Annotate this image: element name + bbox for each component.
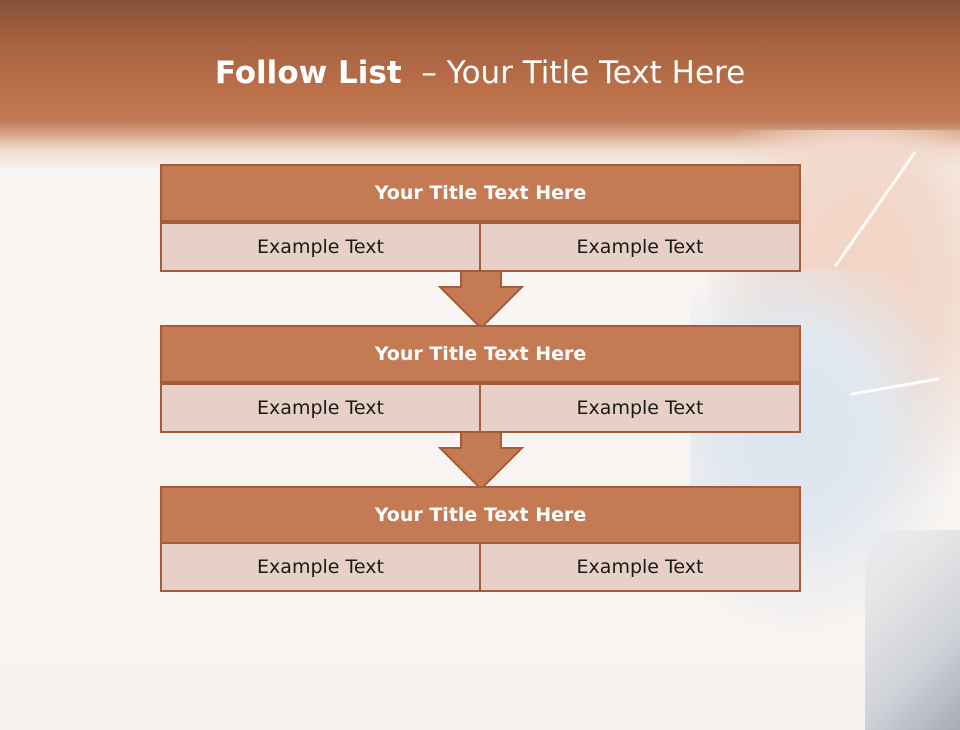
block-row: Example Text Example Text (160, 222, 801, 272)
block-row: Example Text Example Text (160, 542, 801, 592)
photo-cloth (865, 530, 960, 730)
block-cell-left: Example Text (160, 542, 481, 592)
slide-title-rest: – Your Title Text Here (401, 55, 746, 91)
block-cell-right: Example Text (479, 222, 801, 272)
down-arrow-icon (438, 271, 524, 329)
block-title: Your Title Text Here (160, 164, 801, 222)
slide-title: Follow List – Your Title Text Here (0, 55, 960, 91)
block-cell-left: Example Text (160, 222, 481, 272)
block-title: Your Title Text Here (160, 486, 801, 544)
block-row: Example Text Example Text (160, 383, 801, 433)
slide-title-bold: Follow List (214, 55, 402, 91)
block-cell-right: Example Text (479, 542, 801, 592)
down-arrow-icon (438, 432, 524, 490)
block-title: Your Title Text Here (160, 325, 801, 383)
block-cell-left: Example Text (160, 383, 481, 433)
block-cell-right: Example Text (479, 383, 801, 433)
